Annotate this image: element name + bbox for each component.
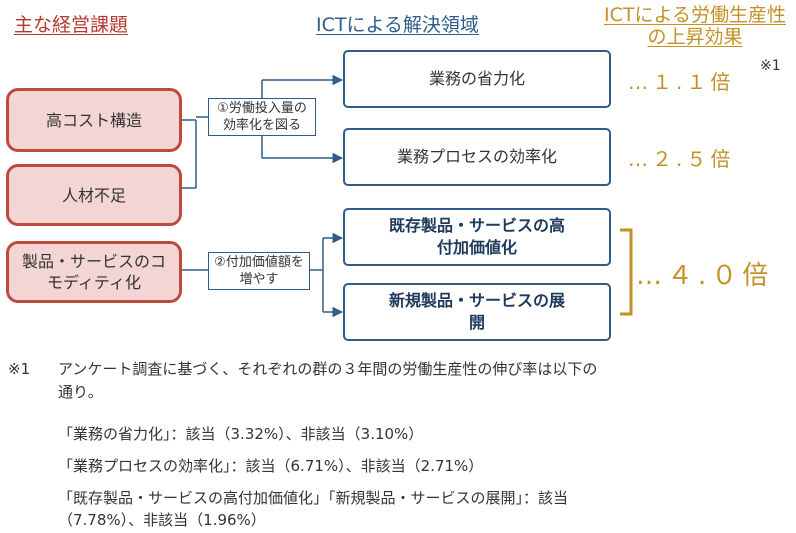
footnote-line-1: アンケート調査に基づく、それぞれの群の３年間の労働生産性の伸び率は以下の (58, 360, 598, 378)
effect-note-mark: ※1 (760, 58, 781, 74)
method-label: ①労働投入量の効率化を図る (217, 101, 307, 133)
footnote-line-2: 通り。 (58, 383, 103, 401)
footnote-line-5: 「既存製品・サービスの高付加価値化」「新規製品・サービスの展開」：該当 (58, 489, 569, 507)
issue-label: 高コスト構造 (45, 110, 142, 130)
domain-new-products: 新規製品・サービスの展開 (343, 283, 611, 341)
effect-bracket (620, 228, 633, 316)
effect-value-added: …４.０倍 (636, 261, 774, 291)
footnote-line-3: 「業務の省力化」：該当（3.32%）、非該当（3.10%） (58, 425, 424, 443)
effect-process-efficiency: …２.５倍 (628, 147, 735, 171)
footnote-line-4: 「業務プロセスの効率化」：該当（6.71%）、非該当（2.71%） (58, 457, 484, 475)
effect-labor-saving: …１.１倍 (628, 70, 735, 94)
issues-header: 主な経営課題 (14, 14, 129, 36)
issue-label: 人材不足 (61, 185, 126, 205)
issue-commoditization: 製品・サービスのコモディティ化 (6, 241, 182, 303)
method-label: ②付加価値額を増やす (214, 255, 304, 287)
domain-high-value-added: 既存製品・サービスの高付加価値化 (343, 208, 611, 266)
domain-label: 業務プロセスの効率化 (396, 147, 557, 166)
issue-high-cost: 高コスト構造 (6, 88, 182, 152)
method-value-added: ②付加価値額を増やす (208, 252, 310, 290)
footnote-mark: ※1 (8, 360, 31, 378)
domain-label: 新規製品・サービスの展開 (388, 291, 565, 332)
domain-labor-saving: 業務の省力化 (343, 50, 611, 108)
domain-label: 既存製品・サービスの高付加価値化 (388, 216, 565, 257)
domain-process-efficiency: 業務プロセスの効率化 (343, 128, 611, 186)
ict-domain-header: ICTによる解決領域 (316, 14, 479, 36)
footnote-line-6: （7.78%）、非該当（1.96%） (58, 511, 266, 529)
issue-labor-shortage: 人材不足 (6, 164, 182, 226)
effect-header: ICTによる労働生産性の上昇効果 (604, 4, 786, 48)
issue-label: 製品・サービスのコモディティ化 (21, 252, 166, 292)
method-labor-input: ①労働投入量の効率化を図る (208, 98, 316, 136)
domain-label: 業務の省力化 (428, 69, 525, 88)
